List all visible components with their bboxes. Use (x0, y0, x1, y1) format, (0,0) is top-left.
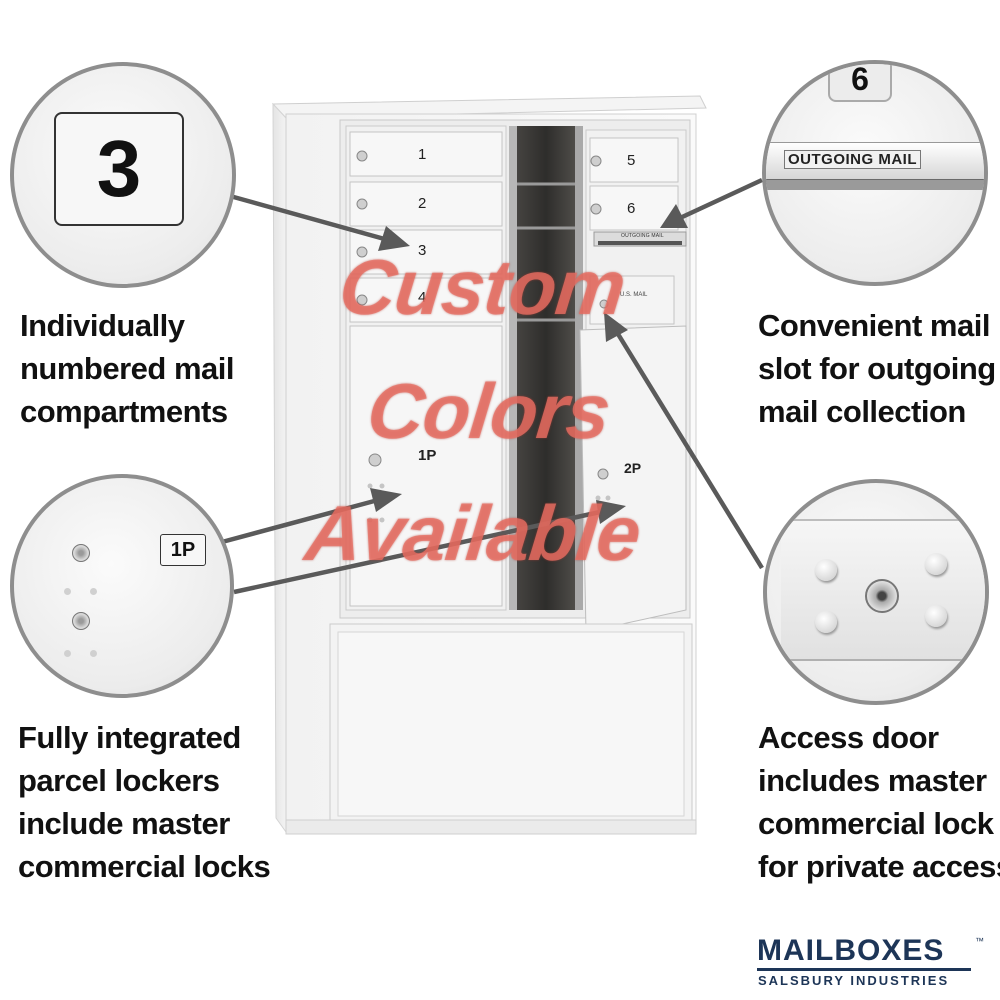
rivet-dot (64, 588, 71, 595)
caption-line: Fully integrated (18, 720, 241, 755)
callout-outgoing-mail-slot: 6 OUTGOING MAIL (762, 60, 988, 286)
caption-line: slot for outgoing (758, 351, 996, 386)
logo-divider (757, 968, 971, 971)
brand-logo-subtitle: SALSBURY INDUSTRIES (758, 973, 950, 988)
trademark-mark: ™ (975, 936, 984, 946)
caption-line: Individually (20, 308, 185, 343)
callout-parcel-locker: 1P (10, 474, 234, 698)
master-lock-icon (865, 579, 899, 613)
door-number-5: 5 (627, 152, 636, 169)
door-number-plate-6: 6 (828, 64, 892, 102)
caption-access-door: Access door includes master commercial l… (758, 716, 1000, 888)
caption-line: commercial locks (18, 849, 271, 884)
caption-line: includes master (758, 763, 987, 798)
outgoing-slot-label: OUTGOING MAIL (621, 233, 664, 239)
rivet-dot (815, 559, 837, 581)
callout-numbered-compartment: 3 (10, 62, 236, 288)
caption-line: compartments (20, 394, 228, 429)
caption-numbered-compartments: Individually numbered mail compartments (20, 304, 235, 433)
door-number-1: 1 (418, 146, 427, 163)
door-number-4: 4 (418, 289, 427, 306)
compartment-number-plate: 3 (54, 112, 184, 226)
slot-shadow (766, 180, 984, 190)
rivet-dot (815, 611, 837, 633)
caption-line: numbered mail (20, 351, 235, 386)
parcel-lock-icon-lower (72, 612, 90, 630)
caption-line: Access door (758, 720, 939, 755)
caption-line: for private access (758, 849, 1000, 884)
parcel-label-plate: 1P (160, 534, 206, 566)
us-mail-label: U.S. MAIL (620, 292, 648, 298)
caption-line: mail collection (758, 394, 966, 429)
rivet-dot (90, 650, 97, 657)
parcel-lock-icon (72, 544, 90, 562)
door-number-6: 6 (627, 200, 636, 217)
caption-line: Convenient mail (758, 308, 990, 343)
door-number-3: 3 (418, 242, 427, 259)
rivet-dot (925, 553, 947, 575)
caption-line: include master (18, 806, 230, 841)
watermark-line-3: Available (301, 489, 645, 577)
parcel-number-2p: 2P (624, 460, 642, 476)
rivet-dot (64, 650, 71, 657)
caption-line: parcel lockers (18, 763, 220, 798)
caption-outgoing-mail-slot: Convenient mail slot for outgoing mail c… (758, 304, 996, 433)
rivet-dot (90, 588, 97, 595)
watermark-line-2: Colors (363, 367, 614, 455)
rivet-dot (925, 605, 947, 627)
callout-access-door-lock (763, 479, 989, 705)
brand-logo-text: MAILBOXES (757, 934, 945, 967)
outgoing-mail-label: OUTGOING MAIL (784, 150, 921, 169)
caption-line: commercial lock (758, 806, 994, 841)
door-number-2: 2 (418, 195, 427, 212)
watermark-line-1: Custom (335, 243, 630, 331)
caption-parcel-lockers: Fully integrated parcel lockers include … (18, 716, 271, 888)
parcel-number-1p: 1P (418, 447, 437, 464)
